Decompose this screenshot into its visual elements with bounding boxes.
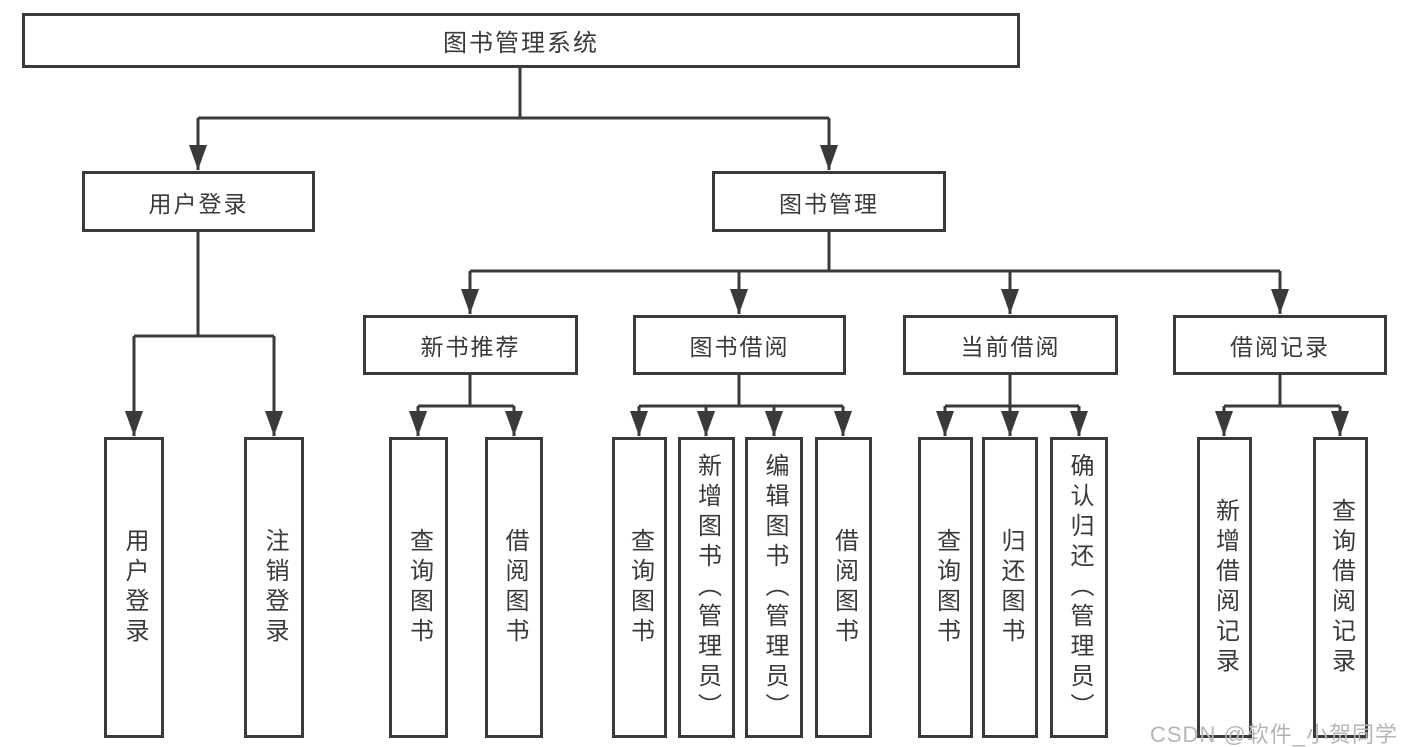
leaf-logout-label: 注销登录 <box>261 527 288 648</box>
leaf-query-books-current: 查询图书 <box>918 437 973 738</box>
node-current-borrowing-label: 当前借阅 <box>960 334 1061 360</box>
leaf-edit-books-admin-label: 编辑图书（管理员） <box>761 452 788 723</box>
node-book-management-label: 图书管理 <box>779 190 879 217</box>
leaf-borrow-books-recommend-label: 借阅图书 <box>501 527 528 648</box>
leaf-borrow-books-recommend: 借阅图书 <box>485 437 543 738</box>
leaf-query-books-current-label: 查询图书 <box>932 527 960 648</box>
leaf-query-books-recommend: 查询图书 <box>389 437 448 738</box>
node-book-borrowing: 图书借阅 <box>633 315 846 375</box>
connector-current-borrow-to-leaves <box>936 375 1088 436</box>
leaf-query-books-borrowing: 查询图书 <box>612 437 667 738</box>
leaf-confirm-return-admin-label: 确认归还（管理员） <box>1066 452 1093 723</box>
node-new-book-recommendation-label: 新书推荐 <box>420 334 521 360</box>
leaf-query-books-borrowing-label: 查询图书 <box>626 527 654 648</box>
node-book-borrowing-label: 图书借阅 <box>689 334 790 360</box>
node-book-management-system: 图书管理系统 <box>22 13 1020 68</box>
node-book-management-system-label: 图书管理系统 <box>443 30 599 57</box>
leaf-return-books: 归还图书 <box>982 437 1038 738</box>
leaf-query-borrow-record-label: 查询借阅记录 <box>1327 497 1355 678</box>
node-user-login-label: 用户登录 <box>148 190 249 217</box>
leaf-user-login: 用户登录 <box>104 437 164 738</box>
node-current-borrowing: 当前借阅 <box>903 315 1118 375</box>
node-book-management: 图书管理 <box>712 171 946 232</box>
watermark: CSDN @软件_小贺同学 <box>1150 722 1399 747</box>
connector-root-to-level2 <box>189 68 838 170</box>
node-user-login: 用户登录 <box>82 171 315 232</box>
leaf-query-books-recommend-label: 查询图书 <box>405 527 433 648</box>
leaf-return-books-label: 归还图书 <box>997 527 1024 648</box>
leaf-logout: 注销登录 <box>244 437 304 738</box>
node-borrowing-records: 借阅记录 <box>1173 315 1387 375</box>
connector-new-books-to-leaves <box>409 375 523 436</box>
connector-user-login-to-leaves <box>125 232 283 436</box>
connector-borrow-records-to-leaves <box>1215 375 1349 436</box>
connector-book-borrow-to-leaves <box>630 375 852 436</box>
leaf-add-borrow-record-label: 新增借阅记录 <box>1211 497 1239 678</box>
leaf-user-login-label: 用户登录 <box>121 527 148 648</box>
node-new-book-recommendation: 新书推荐 <box>363 315 578 375</box>
leaf-add-books-admin-label: 新增图书（管理员） <box>693 452 721 723</box>
leaf-query-borrow-record: 查询借阅记录 <box>1313 437 1368 738</box>
node-borrowing-records-label: 借阅记录 <box>1230 334 1330 360</box>
leaf-confirm-return-admin: 确认归还（管理员） <box>1050 437 1108 738</box>
leaf-add-borrow-record: 新增借阅记录 <box>1197 437 1252 738</box>
leaf-edit-books-admin: 编辑图书（管理员） <box>745 437 803 738</box>
leaf-borrow-books-label: 借阅图书 <box>830 527 858 648</box>
connector-book-mgmt-to-level3 <box>461 232 1289 314</box>
leaf-add-books-admin: 新增图书（管理员） <box>678 437 735 738</box>
leaf-borrow-books: 借阅图书 <box>815 437 872 738</box>
